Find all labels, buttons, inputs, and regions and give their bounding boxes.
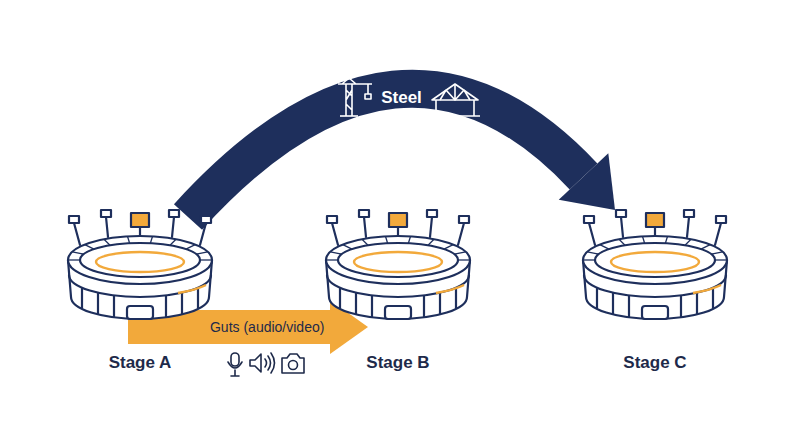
stadium-node: Stage C: [575, 205, 735, 381]
stadium-outline: [60, 205, 220, 335]
stage-label: Stage C: [575, 353, 735, 373]
microphone-icon: [228, 353, 242, 376]
crane-icon: [338, 78, 372, 116]
camera-icon: [282, 354, 304, 373]
stadium-node: Stage A: [60, 205, 220, 381]
stadium-outline: [318, 205, 478, 335]
speaker-icon: [250, 353, 275, 373]
flow-arrow: [188, 89, 615, 217]
stage-label: Stage B: [318, 353, 478, 373]
truss-icon: [430, 84, 480, 116]
stadium-node: Stage B: [318, 205, 478, 381]
edge-label: Guts (audio/video): [210, 319, 324, 335]
edge-label: Steel: [381, 88, 422, 108]
stadium-outline: [575, 205, 735, 335]
stage-label: Stage A: [60, 353, 220, 373]
